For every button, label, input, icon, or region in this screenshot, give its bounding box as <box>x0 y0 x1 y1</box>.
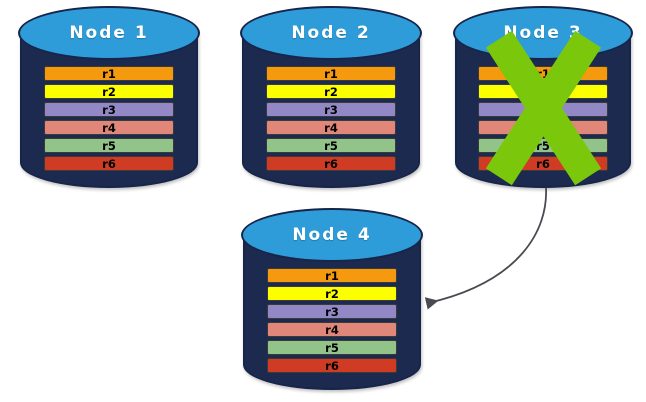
node-1-record-list: r1 r2 r3 r4 r5 r6 <box>20 66 198 171</box>
node-2-record-r5[interactable]: r5 <box>266 138 396 153</box>
node-2-cylinder-top: Node 2 <box>240 6 422 60</box>
node-1-record-r1[interactable]: r1 <box>44 66 174 81</box>
node-1-title: Node 1 <box>69 23 149 43</box>
node-1-record-r6[interactable]: r6 <box>44 156 174 171</box>
node-2-record-r1[interactable]: r1 <box>266 66 396 81</box>
node-2[interactable]: Node 2 r1 r2 r3 r4 r5 r6 <box>240 6 422 188</box>
node-3-title: Node 3 <box>503 23 583 43</box>
node-4-cylinder-top: Node 4 <box>241 208 423 262</box>
node-1-record-r4[interactable]: r4 <box>44 120 174 135</box>
node-2-record-r4[interactable]: r4 <box>266 120 396 135</box>
node-4-record-r1[interactable]: r1 <box>267 268 397 283</box>
node-1-record-r5[interactable]: r5 <box>44 138 174 153</box>
node-4[interactable]: Node 4 r1 r2 r3 r4 r5 r6 <box>241 208 423 390</box>
node-2-record-list: r1 r2 r3 r4 r5 r6 <box>242 66 420 171</box>
node-4-record-r3[interactable]: r3 <box>267 304 397 319</box>
node-4-record-r2[interactable]: r2 <box>267 286 397 301</box>
node-2-record-r6[interactable]: r6 <box>266 156 396 171</box>
node-4-record-r6[interactable]: r6 <box>267 358 397 373</box>
node-4-record-r5[interactable]: r5 <box>267 340 397 355</box>
node-3-record-r4[interactable]: r4 <box>478 120 608 135</box>
node-3-record-r1[interactable]: r1 <box>478 66 608 81</box>
node-1-record-r3[interactable]: r3 <box>44 102 174 117</box>
node-3[interactable]: Node 3 r1 r2 r3 r4 r5 r6 <box>453 6 633 188</box>
node-3-record-r2[interactable]: r2 <box>478 84 608 99</box>
node-3-cylinder-top: Node 3 <box>453 6 633 60</box>
node-1-record-r2[interactable]: r2 <box>44 84 174 99</box>
node-3-record-r5[interactable]: r5 <box>478 138 608 153</box>
arrow-path <box>424 187 547 310</box>
node-1[interactable]: Node 1 r1 r2 r3 r4 r5 r6 <box>18 6 200 188</box>
node-3-record-list: r1 r2 r3 r4 r5 r6 <box>455 66 631 171</box>
node-4-title: Node 4 <box>292 225 372 245</box>
node-1-cylinder-top: Node 1 <box>18 6 200 60</box>
node-3-record-r6[interactable]: r6 <box>478 156 608 171</box>
node-4-record-r4[interactable]: r4 <box>267 322 397 337</box>
node-4-record-list: r1 r2 r3 r4 r5 r6 <box>243 268 421 373</box>
node-3-record-r3[interactable]: r3 <box>478 102 608 117</box>
node-2-record-r3[interactable]: r3 <box>266 102 396 117</box>
node-2-title: Node 2 <box>291 23 371 43</box>
node-2-record-r2[interactable]: r2 <box>266 84 396 99</box>
